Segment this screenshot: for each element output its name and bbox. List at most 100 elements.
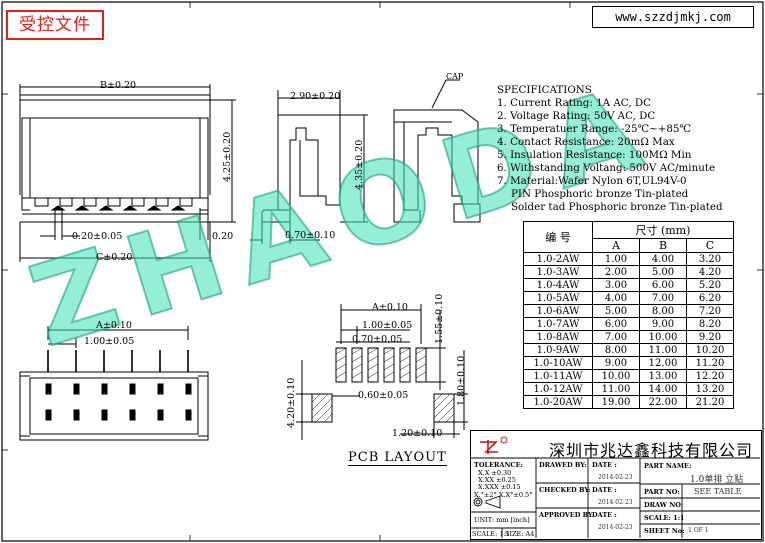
- dimension-cell: 14.00: [639, 382, 687, 396]
- dimension-cell: 8.20: [686, 317, 734, 331]
- tolerance-line: X.°±2° X.X°±0.5°: [474, 491, 533, 499]
- dimension-cell: 13.00: [639, 369, 687, 383]
- dim-label: 2.90±0.20: [290, 91, 341, 102]
- table-col-header: C: [686, 238, 734, 253]
- spec-item: 5. Insulation Resistance: 100MΩ Min: [497, 149, 692, 161]
- side-view: [250, 90, 368, 244]
- spec-item: Solder tad Phosphoric bronze Tin-plated: [511, 201, 723, 213]
- dim-label: 1.20±0.10: [392, 428, 443, 439]
- dim-label: 0.70±0.05: [352, 334, 403, 345]
- date-label: DATE :: [592, 486, 617, 494]
- checked-by-label: CHECKED BY:: [539, 486, 591, 494]
- scale-label-block: SCALE: 1:1: [644, 514, 685, 522]
- cap-label: CAP: [446, 72, 464, 81]
- dim-label: 0.20±0.05: [72, 231, 123, 242]
- dimension-cell: 9.00: [592, 356, 640, 370]
- dimension-cell: 6.00: [592, 317, 640, 331]
- table-col-header: B: [639, 238, 687, 253]
- date-value: 2014-02-23: [598, 499, 633, 506]
- dim-label: 4.20±0.10: [286, 377, 297, 428]
- dimension-cell: 4.20: [686, 265, 734, 279]
- tolerance-line: X.X ±0.30: [478, 469, 512, 477]
- specifications: SPECIFICATIONS 1. Current Rating: 1A AC,…: [497, 84, 757, 214]
- date-value: 2014-02-23: [598, 524, 633, 531]
- spec-item: 2. Voltage Rating: 50V AC, DC: [497, 110, 656, 122]
- dimension-cell: 10.20: [686, 343, 734, 357]
- dimension-cell: 10.00: [639, 330, 687, 344]
- dimension-cell: 19.00: [592, 395, 640, 409]
- scale-label: SCALE: 1:1: [472, 530, 510, 538]
- dimension-cell: 5.20: [686, 278, 734, 292]
- dim-label: A±0.10: [96, 320, 132, 331]
- dimension-cell: 5.00: [592, 304, 640, 318]
- tolerance-line: X.XXX ±0.15: [478, 483, 521, 491]
- part-no-value: SEE TABLE: [694, 487, 742, 496]
- dimension-cell: 7.00: [639, 291, 687, 305]
- part-name-label: PART NAME:: [644, 462, 692, 470]
- spec-item: 4. Contact Resistance: 20mΩ Max: [497, 136, 675, 148]
- tolerance-line: X.XX ±0.25: [478, 476, 516, 484]
- dimension-cell: 5.00: [639, 265, 687, 279]
- dimension-cell: 12.00: [639, 356, 687, 370]
- website-url[interactable]: www.szzdjmkj.com: [592, 6, 754, 28]
- pcb-layout-view: [296, 304, 468, 440]
- table-header-size: 尺寸 (mm): [592, 221, 734, 239]
- draw-no-label: DRAW NO:: [644, 501, 684, 509]
- top-view: [19, 326, 209, 441]
- dim-label: 1.80±0.10: [456, 355, 467, 406]
- approved-by-label: APPROVED BY:: [539, 511, 595, 519]
- dimension-cell: 8.00: [592, 343, 640, 357]
- sheet-no-value: 1 OF 1: [688, 527, 709, 534]
- table-col-header: A: [592, 238, 640, 253]
- pcb-layout-title: PCB LAYOUT: [348, 450, 447, 466]
- part-code-cell: 1.0-12AW: [523, 382, 593, 396]
- dimension-cell: 11.00: [639, 343, 687, 357]
- dimension-cell: 21.20: [686, 395, 734, 409]
- dimension-cell: 2.00: [592, 265, 640, 279]
- size-label: SIZE: A4: [505, 530, 535, 538]
- dim-label: 1.00±0.05: [84, 336, 135, 347]
- front-view: [19, 84, 236, 262]
- dimension-cell: 6.00: [639, 278, 687, 292]
- part-name-value: 1.0单排 立贴: [690, 475, 744, 485]
- dim-label: 0.70±0.10: [285, 230, 336, 241]
- spec-title: SPECIFICATIONS: [497, 84, 592, 96]
- dimension-cell: 3.00: [592, 278, 640, 292]
- dimension-cell: 13.20: [686, 382, 734, 396]
- unit-label: UNIT: mm [inch]: [474, 516, 530, 524]
- dimension-cell: 6.20: [686, 291, 734, 305]
- tolerance-label: TOLERANCE:: [474, 461, 523, 469]
- dim-label: 1.55±0.10: [434, 293, 445, 344]
- spec-item: 1. Current Rating: 1A AC, DC: [497, 97, 652, 109]
- part-code-cell: 1.0-8AW: [523, 330, 593, 344]
- dim-label: 0.20: [212, 231, 234, 242]
- part-no-label: PART NO:: [644, 488, 680, 496]
- date-label: DATE :: [592, 461, 617, 469]
- date-label: DATE :: [592, 511, 617, 519]
- drawed-by-label: DRAWED BY:: [539, 461, 587, 469]
- table-header-code: 编 号: [523, 221, 593, 253]
- controlled-document-stamp: 受控文件: [6, 10, 104, 40]
- part-code-cell: 1.0-20AW: [523, 395, 593, 409]
- dimension-cell: 7.00: [592, 330, 640, 344]
- dimension-cell: 22.00: [639, 395, 687, 409]
- part-code-cell: 1.0-4AW: [523, 278, 593, 292]
- dimension-cell: 9.00: [639, 317, 687, 331]
- title-block-lines: [470, 457, 760, 538]
- part-code-cell: 1.0-7AW: [523, 317, 593, 331]
- dim-label: 0.60±0.05: [358, 390, 409, 401]
- dimension-cell: 1.00: [592, 252, 640, 266]
- dimension-cell: 11.00: [592, 382, 640, 396]
